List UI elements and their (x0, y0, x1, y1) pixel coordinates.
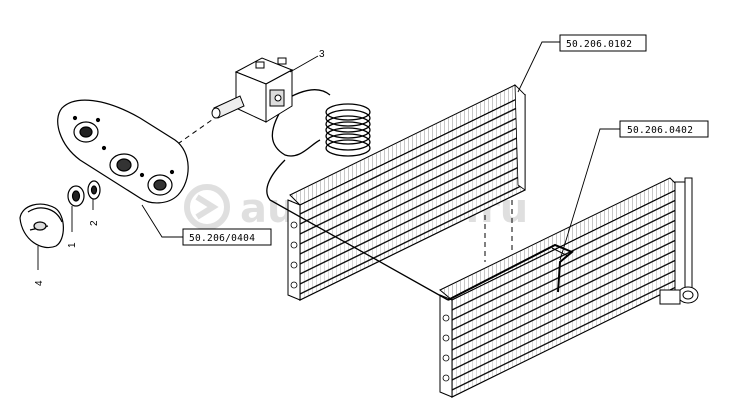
capillary-coil (325, 103, 371, 157)
ref-label-right: 50.206.0402 (627, 125, 693, 136)
control-knob (19, 203, 64, 249)
part-number-4: 4 (34, 280, 45, 286)
thermostat-switch (211, 57, 294, 123)
ref-box-left: 50.206/0404 (182, 228, 272, 246)
heater-core-lower (439, 177, 699, 398)
ref-box-right: 50.206.0402 (619, 120, 709, 138)
ref-box-top: 50.206.0102 (559, 34, 647, 52)
mounting-panel (57, 99, 189, 204)
leader-lines (37, 41, 620, 270)
nut (67, 185, 85, 207)
part-number-1: 1 (67, 242, 78, 248)
washer (87, 180, 101, 200)
ref-label-top: 50.206.0102 (566, 39, 632, 50)
part-number-3: 3 (319, 49, 325, 60)
part-number-2: 2 (89, 220, 100, 226)
capillary-tube (266, 89, 574, 301)
ref-label-left: 50.206/0404 (189, 233, 255, 244)
